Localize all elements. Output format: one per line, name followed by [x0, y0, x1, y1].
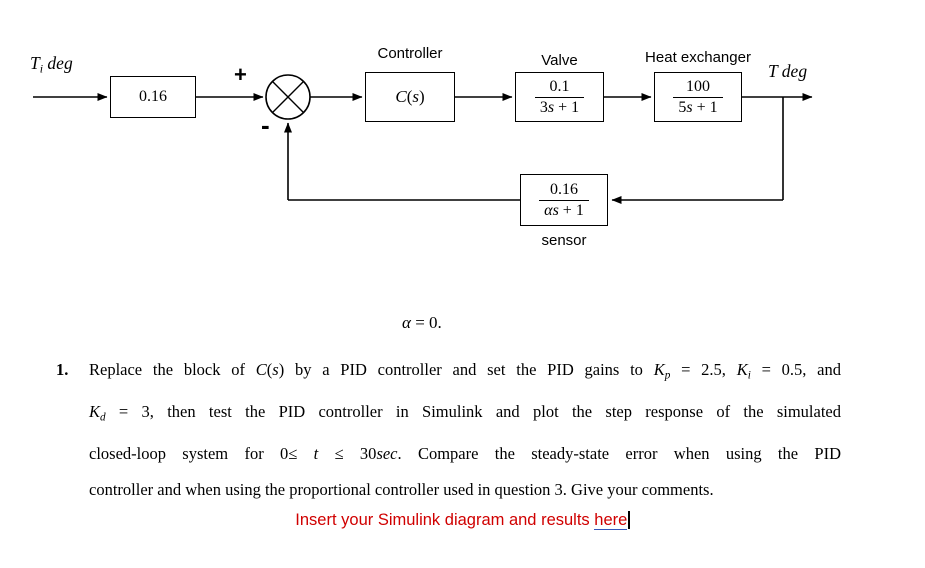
- question-line-1: Replace the block of C(s) by a PID contr…: [89, 360, 841, 382]
- sensor-transfer-function: 0.16 αs + 1: [539, 180, 589, 219]
- question-line-3: closed-loop system for 0≤ t ≤ 30sec. Com…: [89, 443, 841, 463]
- valve-block: 0.1 3s + 1: [515, 72, 604, 122]
- valve-numerator: 0.1: [549, 78, 570, 96]
- question-line-2: Kd = 3, then test the PID controller in …: [89, 401, 841, 424]
- valve-denominator: 3s + 1: [534, 96, 585, 117]
- alpha-equation: α = 0.: [402, 313, 442, 332]
- input-label: Ti deg: [30, 53, 73, 76]
- heat-exchanger-block: 100 5s + 1: [654, 72, 742, 122]
- sensor-block: 0.16 αs + 1: [520, 174, 608, 226]
- gain-block: 0.16: [110, 76, 196, 118]
- heat-exchanger-denominator: 5s + 1: [673, 96, 723, 117]
- question-number: 1.: [56, 360, 69, 379]
- text-cursor: [628, 511, 630, 529]
- question-item: 1. Replace the block of C(s) by a PID co…: [56, 352, 841, 509]
- controller-transfer-function: C(s): [395, 87, 425, 106]
- question-text: Replace the block of C(s) by a PID contr…: [89, 352, 841, 509]
- summing-junction: [265, 74, 311, 120]
- valve-caption: Valve: [541, 52, 578, 69]
- heat-exchanger-caption: Heat exchanger: [645, 49, 751, 66]
- sensor-denominator: αs + 1: [539, 199, 589, 220]
- gain-value: 0.16: [139, 88, 167, 105]
- question-line-4: controller and when using the proportion…: [89, 480, 714, 500]
- controller-caption: Controller: [377, 45, 443, 62]
- sensor-numerator: 0.16: [549, 181, 578, 199]
- minus-sign: -: [261, 110, 270, 140]
- heat-exchanger-numerator: 100: [685, 78, 710, 96]
- plus-sign: +: [234, 62, 247, 87]
- insert-prompt-text: Insert your Simulink diagram and results: [295, 511, 595, 529]
- output-label: T deg: [768, 61, 808, 81]
- heat-exchanger-transfer-function: 100 5s + 1: [673, 77, 723, 117]
- sensor-caption: sensor: [541, 232, 587, 249]
- here-link[interactable]: here: [594, 511, 628, 530]
- insert-prompt: Insert your Simulink diagram and results…: [0, 511, 925, 530]
- valve-transfer-function: 0.1 3s + 1: [534, 77, 585, 117]
- controller-block: C(s): [365, 72, 455, 122]
